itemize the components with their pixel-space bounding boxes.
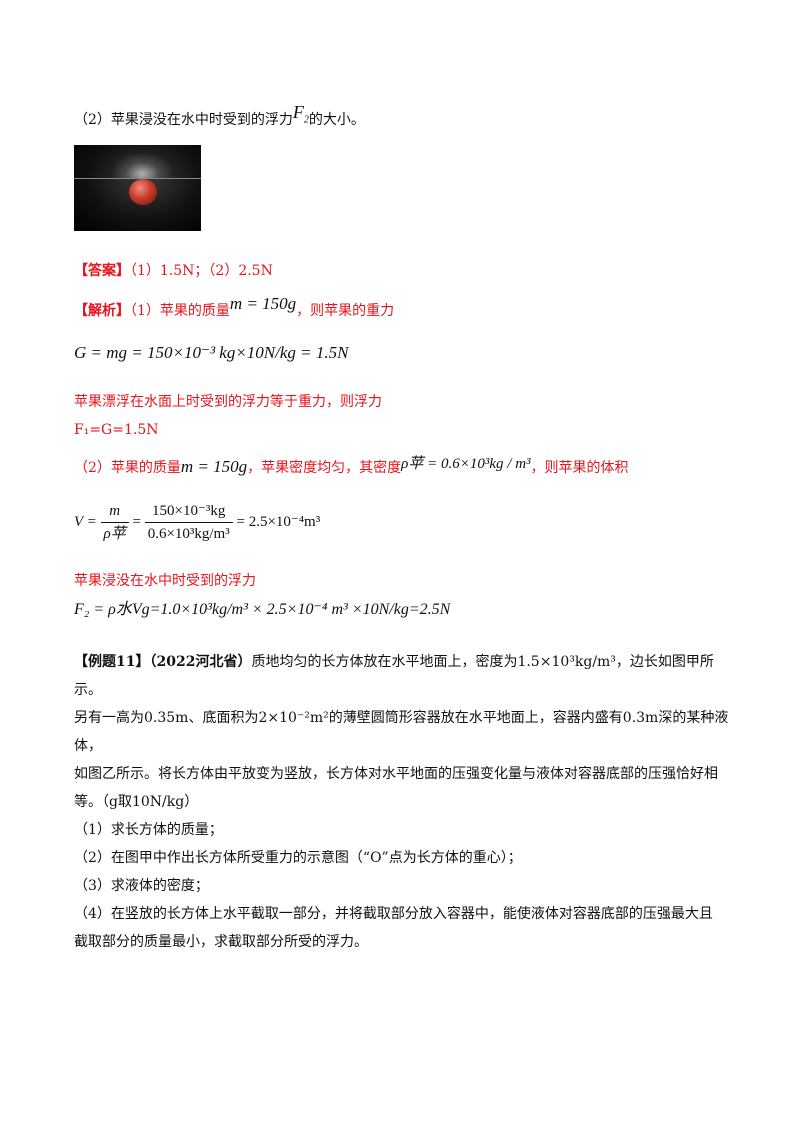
answer-line: 【答案】（1）1.5N；（2）2.5N xyxy=(74,263,273,279)
float-text: 苹果漂浮在水面上时受到的浮力等于重力，则浮力 xyxy=(74,394,382,410)
example-q3: （3）求液体的密度； xyxy=(74,878,209,894)
water-surface xyxy=(74,178,201,179)
density-equation: ρ苹 = 0.6×10³kg / m³ xyxy=(401,456,531,472)
mass-equation-2: m = 150g xyxy=(180,457,248,476)
immerse-text: 苹果浸没在水中时受到的浮力 xyxy=(74,573,256,589)
f1-equation: F₁=G=1.5N xyxy=(74,422,159,438)
apple-in-water-photo xyxy=(74,145,201,231)
analysis-line: 【解析】（1）苹果的质量m = 150g，则苹果的重力 xyxy=(74,294,395,319)
f2-symbol: F2 xyxy=(292,102,309,126)
apple xyxy=(129,179,157,205)
example-line-1: 【例题11】（2022河北省）质地均匀的长方体放在水平地面上，密度为1.5×10… xyxy=(74,654,714,698)
example-line-3: 如图乙所示。将长方体由平放变为竖放，长方体对水平地面的压强变化量与液体对容器底部… xyxy=(74,766,718,782)
example-line-4: 等。（g取10N/kg） xyxy=(74,794,199,810)
mass-equation: m = 150g xyxy=(229,294,297,313)
example-q4a: （4）在竖放的长方体上水平截取一部分，并将截取部分放入容器中，能使液体对容器底部… xyxy=(74,906,713,922)
example-q2: （2）在图甲中作出长方体所受重力的示意图（“O”点为长方体的重心）； xyxy=(74,850,522,866)
part2-line: （2）苹果的质量m = 150g，苹果密度均匀，其密度ρ苹 = 0.6×10³k… xyxy=(74,456,629,476)
buoyancy-equation: F₂ = ρ水Vg=1.0×10³kg/m³ × 2.5×10⁻⁴ m³ ×10… xyxy=(74,601,451,618)
gravity-equation: G = mg = 150×10⁻³ kg×10N/kg = 1.5N xyxy=(74,343,349,362)
example-line-2: 另有一高为0.35m、底面积为2×10⁻²m²的薄壁圆筒形容器放在水平地面上，容… xyxy=(74,710,729,754)
example-11: 【例题11】（2022河北省）质地均匀的长方体放在水平地面上，密度为1.5×10… xyxy=(74,648,734,956)
question-2: （2）苹果浸没在水中时受到的浮力F2的大小。 xyxy=(74,102,365,128)
splash xyxy=(112,153,172,179)
example-q1: （1）求长方体的质量； xyxy=(74,822,223,838)
example-q4b: 截取部分的质量最小，求截取部分所受的浮力。 xyxy=(74,934,368,950)
